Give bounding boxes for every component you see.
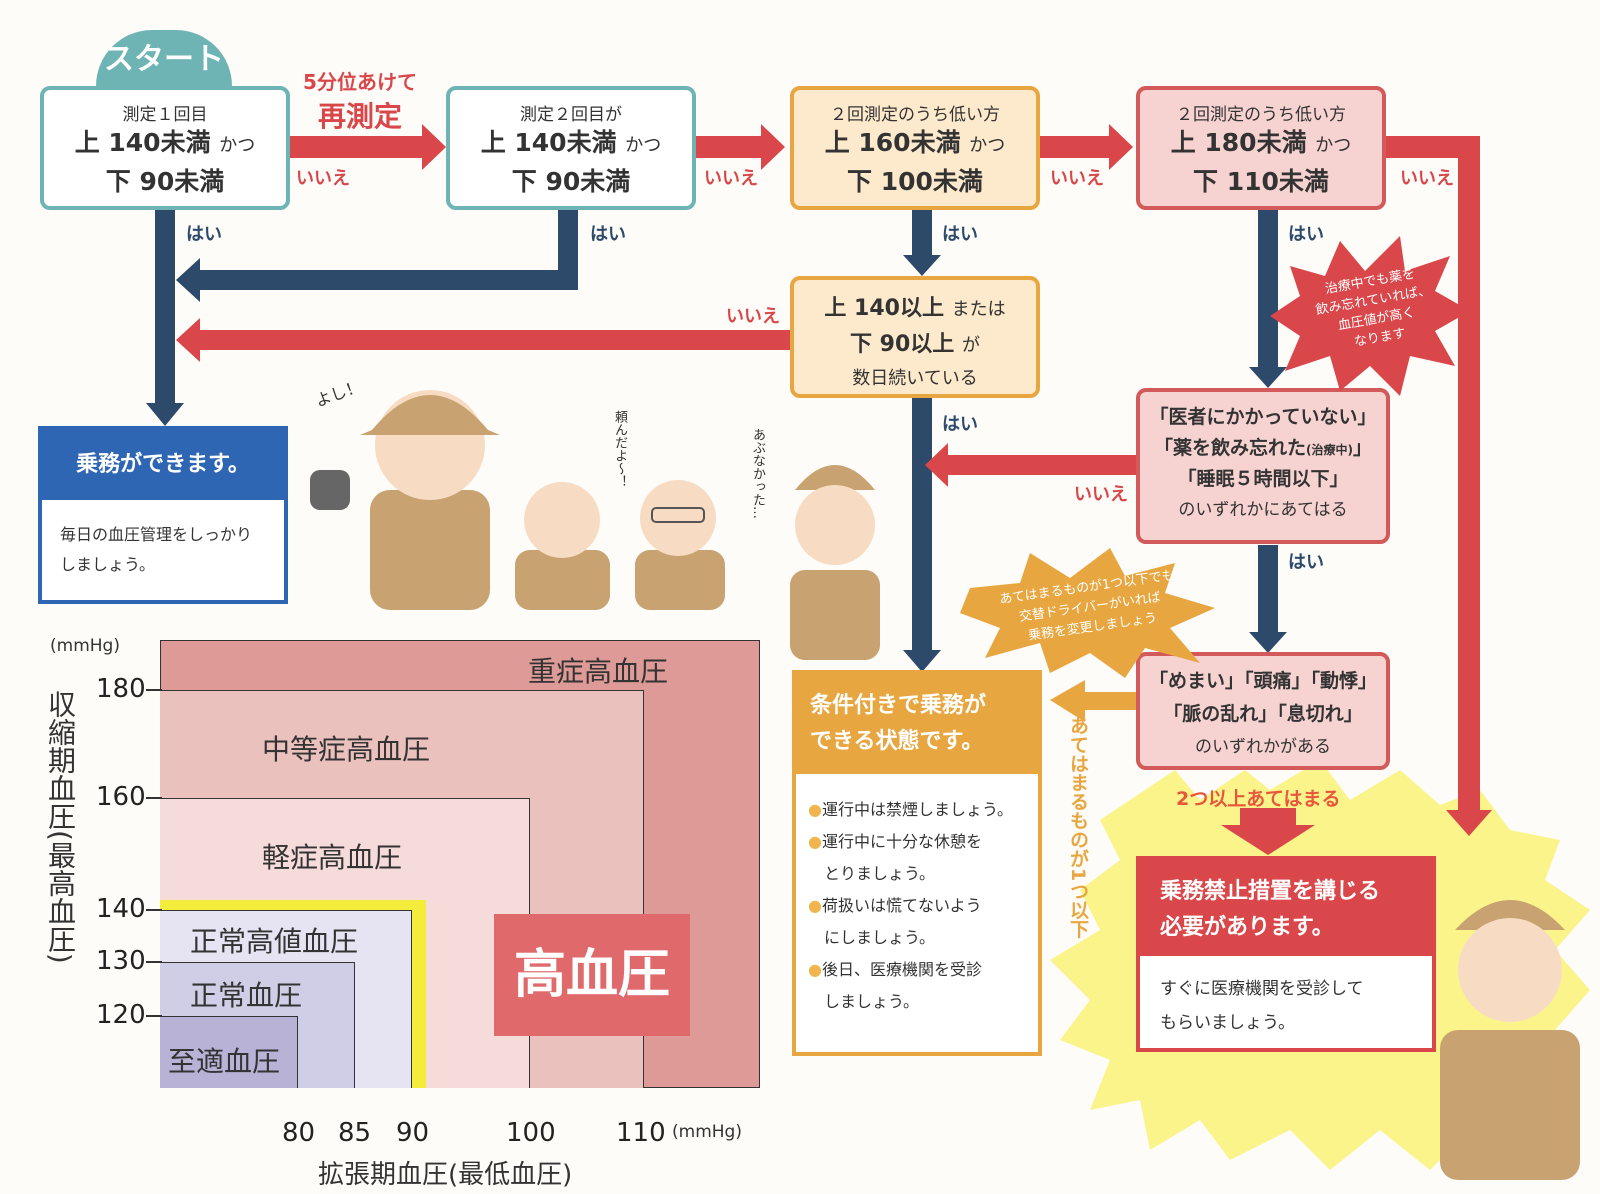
lower-160-box: ２回測定のうち低い方 上 160未満 かつ 下 100未満 xyxy=(790,86,1040,210)
workers-illustration xyxy=(310,390,725,610)
result-prohibit: 乗務禁止措置を講じる必要があります。 すぐに医療機関を受診してもらいましょう。 xyxy=(1136,856,1436,1052)
y-tick: 130 xyxy=(96,946,146,976)
result-conditional-title: 条件付きで乗務ができる状態です。 xyxy=(796,674,1038,774)
yes-label: はい xyxy=(186,224,222,245)
result-ok-title: 乗務ができます。 xyxy=(42,430,284,500)
yes-label: はい xyxy=(1288,224,1324,245)
zone-optimal xyxy=(160,1016,298,1088)
measure-1-box: 測定１回目 上 140未満 かつ 下 90未満 xyxy=(40,86,290,210)
speech-abunakatta: あぶなかった… xyxy=(750,428,765,519)
result-ok: 乗務ができます。 毎日の血圧管理をしっかりしましょう。 xyxy=(38,426,288,604)
zone-label-moderate: 中等症高血圧 xyxy=(262,733,431,766)
no-label: いいえ xyxy=(1400,168,1454,189)
x-tick: 100 xyxy=(506,1118,556,1148)
bp-unit-label: (mmHg) xyxy=(50,636,120,656)
y-tick: 140 xyxy=(96,894,146,924)
x-tick: 80 xyxy=(282,1118,316,1148)
no-label: いいえ xyxy=(726,306,780,327)
x-unit-label: (mmHg) xyxy=(672,1122,742,1142)
lower-180-box: ２回測定のうち低い方 上 180未満 かつ 下 110未満 xyxy=(1136,86,1386,210)
no-label: いいえ xyxy=(296,168,350,189)
no-label: いいえ xyxy=(704,168,758,189)
yes-label: はい xyxy=(1288,552,1324,573)
y-tick: 180 xyxy=(96,674,146,704)
measure-2-box: 測定２回目が 上 140未満 かつ 下 90未満 xyxy=(446,86,696,210)
remeasure-label: 5分位あけて 再測定 xyxy=(303,70,417,133)
yes-label: はい xyxy=(942,414,978,435)
x-tick: 90 xyxy=(396,1118,430,1148)
conditional-list: ●運行中は禁煙しましょう。 ●運行中に十分な休憩を とりましょう。 ●荷扱いは慌… xyxy=(808,800,1014,1011)
x-tick: 110 xyxy=(616,1118,666,1148)
result-prohibit-title: 乗務禁止措置を講じる必要があります。 xyxy=(1140,860,1432,956)
several-days-box: 上 140以上 または 下 90以上 が 数日続いている xyxy=(790,276,1040,398)
y-tick-marks xyxy=(146,689,162,1017)
bp-y-axis-label: 収縮期血圧(最高血圧) xyxy=(44,690,77,964)
speech-tanomu: 頼んだよ〜！ xyxy=(612,410,627,488)
one-or-less-label: あてはまるものが1つ以下 xyxy=(1067,716,1089,939)
yes-label: はい xyxy=(590,224,626,245)
symptom-box: 「めまい」「頭痛」「動悸」 「脈の乱れ」「息切れ」 のいずれかがある xyxy=(1136,652,1390,770)
y-tick: 160 xyxy=(96,782,146,812)
no-label: いいえ xyxy=(1074,484,1128,505)
zone-label-optimal: 至適血圧 xyxy=(168,1045,281,1078)
zone-label-normal: 正常血圧 xyxy=(190,979,303,1012)
yes-label: はい xyxy=(942,224,978,245)
two-or-more-label: 2つ以上あてはまる xyxy=(1176,788,1341,810)
worker-sick-illustration xyxy=(1440,900,1580,1180)
no-label: いいえ xyxy=(1050,168,1104,189)
treatment-burst xyxy=(1270,236,1470,396)
worker-relieved-illustration xyxy=(790,465,880,660)
x-tick: 85 xyxy=(338,1118,372,1148)
zone-label-severe: 重症高血圧 xyxy=(528,655,669,688)
condition-box: 「医者にかかっていない」 「薬を飲み忘れた(治療中)」 「睡眠５時間以下」 のい… xyxy=(1136,388,1390,544)
hypertension-badge: 高血圧 xyxy=(494,914,690,1036)
zone-label-high-normal: 正常高値血圧 xyxy=(190,925,359,958)
bp-x-axis-label: 拡張期血圧(最低血圧) xyxy=(318,1160,573,1190)
driver-burst xyxy=(960,548,1215,678)
y-tick: 120 xyxy=(96,1000,146,1030)
result-conditional: 条件付きで乗務ができる状態です。 ●運行中は禁煙しましょう。 ●運行中に十分な休… xyxy=(792,670,1042,1056)
zone-label-mild: 軽症高血圧 xyxy=(262,841,403,874)
